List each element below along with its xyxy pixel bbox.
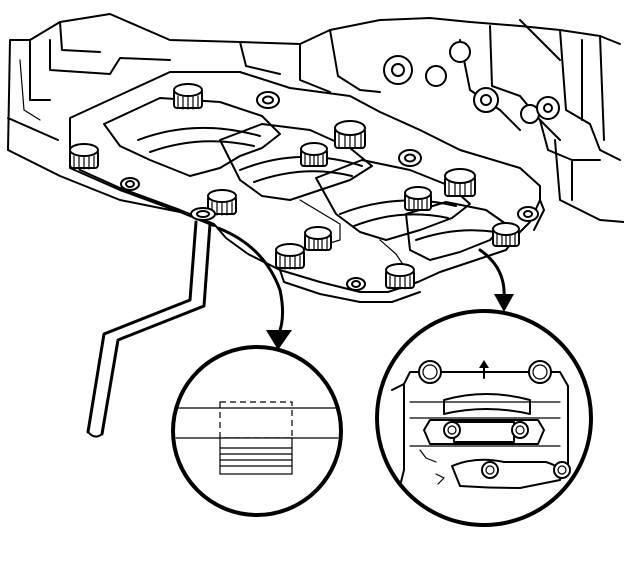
bolt-head: [511, 421, 529, 439]
bolt-head: [418, 360, 442, 384]
bolt-head: [492, 222, 520, 247]
up-arrow-icon: [479, 360, 489, 379]
bolt-head: [334, 120, 366, 149]
bolt-head: [207, 189, 237, 216]
curved-arrow-icon: [216, 226, 292, 350]
bolt-head: [300, 142, 328, 167]
bolt-head: [444, 168, 476, 197]
bolt-head: [443, 421, 461, 439]
bearing-insert-gauge-detail: [171, 345, 343, 517]
plastigage-tool: [86, 207, 216, 438]
bearing-cap-bolts: [69, 83, 520, 290]
bolt-head: [404, 186, 432, 211]
bolt-head: [173, 83, 203, 110]
bolt-head: [481, 461, 499, 479]
engine-block: [7, 13, 624, 223]
bolt-head: [275, 243, 305, 270]
bolt-head: [69, 143, 99, 170]
bolt-head: [528, 360, 552, 384]
bolt-head: [385, 263, 415, 290]
bolt-pattern-detail: [375, 309, 593, 527]
bolt-head: [553, 461, 571, 479]
bolt-head: [304, 226, 332, 251]
curved-arrow-icon: [478, 248, 514, 312]
